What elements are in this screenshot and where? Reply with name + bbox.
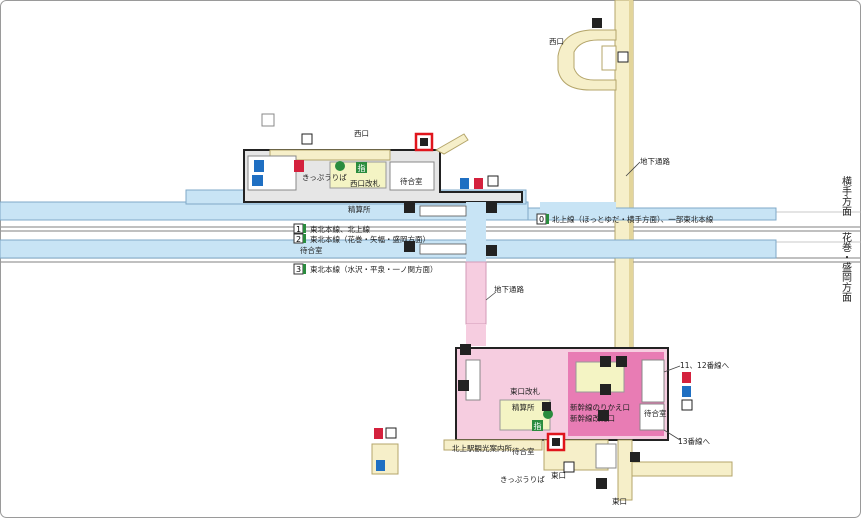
wheelchair-west-icon (301, 133, 313, 145)
underpass-west (465, 202, 487, 346)
elevator-platform1-icon (486, 202, 497, 213)
track-2-label: 東北本線（花巻・矢幅・盛岡方面） (310, 234, 430, 244)
mens-restroom-platform-icon (460, 178, 469, 189)
platform-waiting-room-label: 待合室 (300, 245, 323, 255)
track-3-label: 東北本線（水沢・平泉・一ノ関方面） (310, 264, 438, 274)
fare-adjustment-west-label: 精算所 (348, 204, 371, 214)
east-station-building (455, 347, 669, 441)
guidance-sign-west-glyph: 指 (358, 163, 366, 173)
mens-restroom-west-icon (254, 160, 264, 172)
stairs-shinkansen-2-icon (600, 384, 611, 395)
shinkansen-transfer-label: 新幹線のりかえ口 (570, 402, 630, 412)
track-number-2: 2 (296, 235, 301, 244)
ticket-counter-east-label: きっぷうりば (500, 475, 545, 484)
west-exit-label-top: 西口 (549, 37, 564, 46)
waiting-room-west-label: 待合室 (400, 176, 423, 186)
west-station-building (185, 133, 527, 205)
ticket-machine-west-icon (335, 161, 345, 171)
stairs-platform2-icon (404, 241, 415, 252)
ticket-counter-west-label: きっぷうりば (302, 173, 347, 182)
wheelchair-westexit-icon (617, 51, 629, 63)
womens-restroom-south-icon (374, 428, 383, 439)
info-icon (261, 113, 275, 127)
east-gate-label: 東口改札 (510, 386, 540, 396)
ticket-machine-east-icon (543, 409, 553, 419)
platform-2-3 (0, 239, 777, 259)
connector-east (540, 202, 616, 212)
waiting-room-south-label: 待合室 (512, 446, 535, 456)
yokote-direction-label: 横手方面 (840, 175, 852, 217)
tourist-info-label: 北上駅観光案内所 (452, 443, 512, 453)
accessible-restroom-west-icon (252, 175, 263, 186)
track-0-label: 北上線（ほっとゆだ・横手方面）、一部東北本線 (552, 214, 714, 224)
stairs-shinkansen-icon (600, 356, 611, 367)
elevator-platform2-icon (486, 245, 497, 256)
mens-restroom-east-icon (682, 386, 691, 397)
underpass-south-label: 地下通路 (494, 284, 524, 294)
elevator-eastexit-icon (630, 452, 640, 462)
shinkansen-gate-label: 新幹線改札口 (570, 413, 615, 423)
guidance-sign-east-icon (532, 420, 543, 431)
stairs-platform1-icon (404, 202, 415, 213)
track-number-0: 0 (539, 215, 544, 224)
wheelchair-platform-icon (487, 175, 499, 187)
guidance-sign-west-icon (356, 162, 367, 173)
direction-labels: 横手方面 花巻・盛岡方面 (840, 175, 852, 303)
wheelchair-eastexit-icon (563, 461, 575, 473)
track-1-label: 東北本線、北上線 (310, 224, 370, 234)
wheelchair-south-icon (385, 427, 397, 439)
east-exit-label-upper: 東口 (551, 470, 566, 480)
waiting-room-east-label: 待合室 (644, 408, 667, 418)
stairs (419, 205, 467, 255)
stairs-eastexit-icon (596, 478, 607, 489)
hanamaki-direction-label: 花巻・盛岡方面 (840, 231, 852, 303)
elevator-shinkansen-icon (616, 356, 627, 367)
track-number-3: 3 (296, 265, 301, 274)
west-gate-label: 西口改札 (350, 178, 380, 188)
elevator-east-icon (460, 344, 471, 355)
mens-restroom-south-icon (376, 460, 385, 471)
text-labels: 西口 西口 きっぷうりば 西口改札 待合室 精算所 地下通路 地下通路 北上線（… (300, 37, 730, 506)
fare-adjustment-east-label: 精算所 (512, 402, 535, 412)
stairs-shinkansen-3-icon (598, 410, 609, 421)
wheelchair-east-icon (681, 399, 693, 411)
east-exit-label-lower: 東口 (612, 496, 627, 506)
underpass-north-label: 地下通路 (640, 156, 670, 166)
west-exit-label: 西口 (354, 129, 369, 138)
to-track-13-label: 13番線へ (678, 436, 711, 446)
to-track-11-12-label: 11、12番線へ (680, 360, 730, 370)
womens-restroom-east-icon (682, 372, 691, 383)
escalator-east-icon (542, 402, 551, 411)
west-exit-path (557, 29, 617, 91)
womens-restroom-west-icon (294, 160, 304, 172)
stairs-westexit-icon (592, 18, 602, 28)
leader-lines (485, 161, 681, 441)
icons: 指 指 (252, 18, 693, 489)
womens-restroom-platform-icon (474, 178, 483, 189)
track-badges: 0 1 2 3 (293, 213, 549, 275)
guidance-sign-east-glyph: 指 (534, 421, 542, 431)
track-number-1: 1 (296, 225, 301, 234)
stairs-east-icon (458, 380, 469, 391)
